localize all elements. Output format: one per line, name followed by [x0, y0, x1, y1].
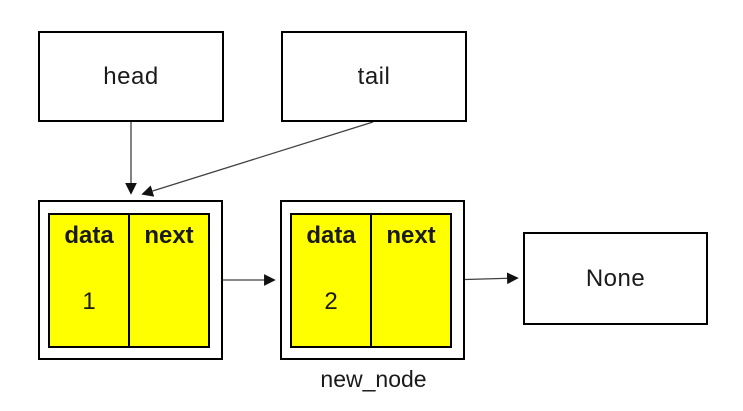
- node-2-next-cell: next: [372, 215, 450, 346]
- node-1: data 1 next: [38, 200, 223, 360]
- pointer-head-label: head: [103, 62, 159, 90]
- node-2-data-field-label: data: [306, 222, 356, 249]
- pointer-box-head: head: [38, 31, 224, 122]
- node-1-next-cell: next: [130, 215, 208, 346]
- node-1-data-field-label: data: [64, 222, 114, 249]
- node-1-data-cell: data 1: [50, 215, 130, 346]
- node-2-next-field-label: next: [386, 222, 436, 249]
- node-2-data-cell: data 2: [292, 215, 372, 346]
- node-2: data 2 next: [280, 200, 465, 360]
- pointer-box-tail: tail: [281, 31, 467, 122]
- node-2-data-value: 2: [324, 288, 338, 315]
- arrow-tail-to-node1: [141, 121, 374, 197]
- terminator-box-none: None: [523, 232, 708, 325]
- node-1-data-value: 1: [82, 288, 96, 315]
- pointer-tail-label: tail: [357, 62, 391, 90]
- node-2-caption: new_node: [320, 366, 427, 392]
- node-1-record: data 1 next: [48, 213, 210, 348]
- node-1-next-field-label: next: [144, 222, 194, 249]
- terminator-label: None: [585, 264, 646, 292]
- node-2-record: data 2 next: [290, 213, 452, 348]
